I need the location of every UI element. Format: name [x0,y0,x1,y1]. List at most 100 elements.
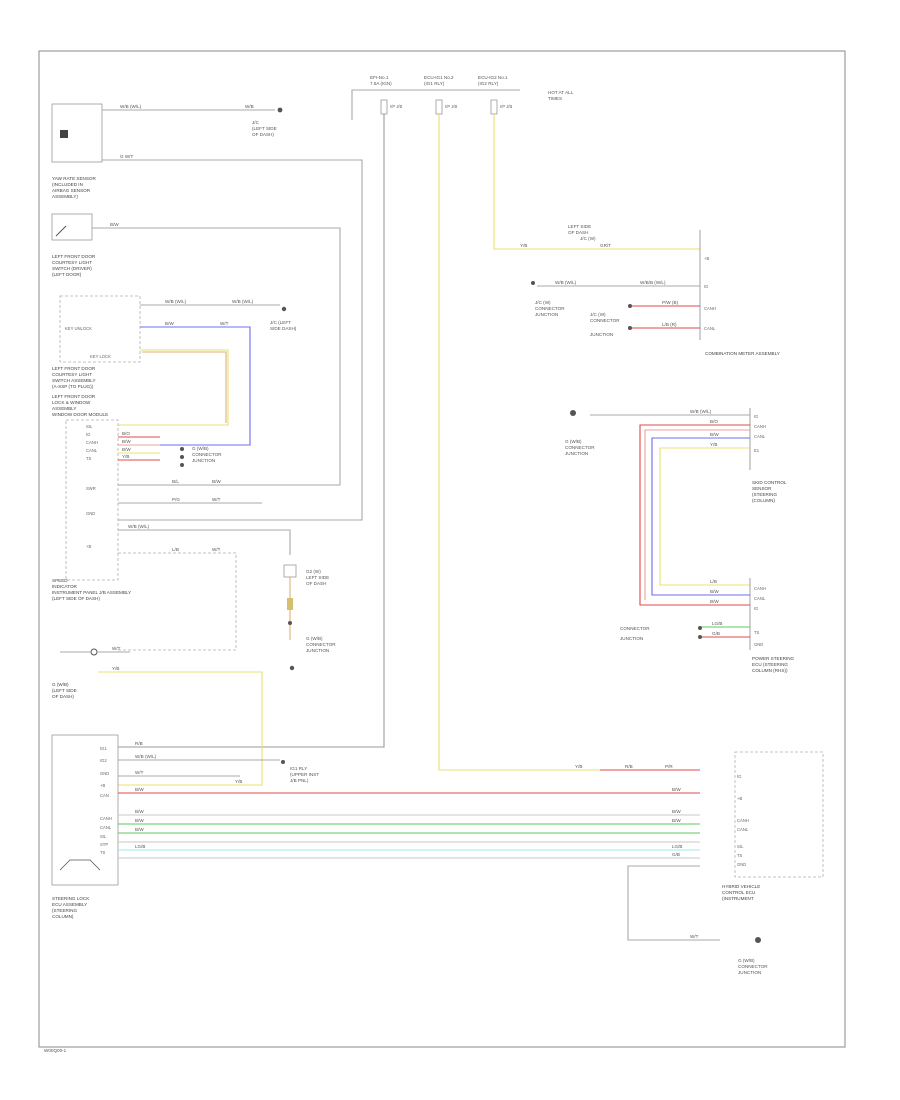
svg-text:COLUMN (RHS)): COLUMN (RHS)) [752,668,788,673]
svg-text:COMBINATION METER ASSEMBLY: COMBINATION METER ASSEMBLY [705,351,780,356]
svg-text:G (W/B): G (W/B) [738,958,755,963]
hybrid-vehicle-ecu: IG +B CANH CANL SIL TS GND HYBRID VEHICL… [722,751,824,901]
svg-text:STEERING LOCK: STEERING LOCK [52,896,90,901]
svg-text:(LEFT SIDE: (LEFT SIDE [252,126,277,131]
svg-text:GND: GND [754,642,763,647]
stop-light-switch: G2 (W) LEFT SIDE OF DASH G (W/B) CONNECT… [283,564,336,671]
svg-text:(LEFT SIDE OF DASH): (LEFT SIDE OF DASH) [52,596,100,601]
svg-text:(UPPER INST: (UPPER INST [290,772,319,777]
svg-text:TS: TS [754,630,760,635]
svg-text:W/B (W/L): W/B (W/L) [690,409,712,414]
wire-hv-ground [627,865,720,941]
svg-text:G2 (W): G2 (W) [306,569,321,574]
svg-text:W/B (W/L): W/B (W/L) [135,754,157,759]
fuse-1-label: EFI-No.1 [370,75,389,80]
svg-text:IG: IG [86,432,90,437]
svg-text:HOT AT ALL: HOT AT ALL [548,90,574,95]
svg-text:OF DASH): OF DASH) [252,132,274,137]
svg-text:B/W: B/W [672,787,681,792]
yaw-rate-box [51,103,103,163]
steering-lock-ecu: STEERING LOCK ECU ASSEMBLY (STEERING COL… [51,734,119,919]
svg-text:SKID CONTROL: SKID CONTROL [752,480,787,485]
switch-icon [55,225,67,237]
svg-text:Y/B: Y/B [575,764,582,769]
svg-text:W/B (W/L): W/B (W/L) [555,280,577,285]
svg-text:LEFT SIDE: LEFT SIDE [306,575,329,580]
svg-text:CAN: CAN [100,793,109,798]
svg-text:CANL: CANL [754,434,766,439]
svg-text:CONNECTOR: CONNECTOR [565,445,595,450]
wire-skid-blue [651,437,750,596]
svg-text:CANL: CANL [704,326,716,331]
svg-text:CANH: CANH [100,816,112,821]
svg-text:CONNECTOR: CONNECTOR [535,306,565,311]
svg-text:B/W: B/W [710,599,719,604]
svg-text:CANL: CANL [86,448,98,453]
yaw-rate-sensor: YAW RATE SENSOR (INCLUDED IN AIRBAG SENS… [51,103,103,199]
svg-text:W/T: W/T [135,770,144,775]
svg-text:COURTESY LIGHT: COURTESY LIGHT [52,260,92,265]
diagram-frame [38,50,846,1048]
svg-text:B/W: B/W [122,439,131,444]
svg-text:Y/B: Y/B [122,454,129,459]
svg-text:B/W: B/W [135,818,144,823]
svg-text:G/B: G/B [712,631,720,636]
steering-ecu-box [51,734,119,886]
svg-text:J/B PNL): J/B PNL) [290,778,309,783]
svg-text:OF DASH: OF DASH [568,230,588,235]
svg-text:IG1 RLY: IG1 RLY [290,766,307,771]
wire-skid-red [639,424,750,606]
svg-text:B/O: B/O [122,431,130,436]
svg-text:J/C (W): J/C (W) [535,300,551,305]
svg-text:SIL: SIL [737,844,744,849]
svg-text:LG/B: LG/B [712,621,722,626]
svg-text:B/W: B/W [672,818,681,823]
svg-text:SWR: SWR [86,486,96,491]
svg-text:LEFT FRONT DOOR: LEFT FRONT DOOR [52,254,96,259]
fuse-3-label: ECU-IG2 No.1 [478,75,508,80]
svg-text:JUNCTION: JUNCTION [565,451,588,456]
svg-text:B/W: B/W [165,321,174,326]
svg-text:L/B: L/B [710,579,717,584]
svg-text:ASSEMBLY: ASSEMBLY [52,406,76,411]
svg-text:B/O: B/O [710,419,718,424]
svg-text:ECU (STEERING: ECU (STEERING [752,662,788,667]
svg-text:Y/B: Y/B [235,779,242,784]
svg-text:+B: +B [86,544,91,549]
svg-text:G (W/B): G (W/B) [52,682,69,687]
svg-text:J/C (W): J/C (W) [580,236,596,241]
svg-text:IG: IG [737,774,741,779]
svg-text:B/W: B/W [710,432,719,437]
svg-text:(STEERING: (STEERING [752,492,777,497]
svg-text:Y/B: Y/B [710,442,717,447]
svg-text:W/B/B (W/L): W/B/B (W/L) [640,280,666,285]
fuse-2-label: ECU-IG1 No.2 [424,75,454,80]
svg-text:+B: +B [704,256,709,261]
fuse-2-icon [435,99,443,115]
svg-text:B/W: B/W [710,589,719,594]
svg-text:CONNECTOR: CONNECTOR [620,626,650,631]
svg-text:CANL: CANL [737,827,749,832]
svg-text:GND: GND [100,771,109,776]
svg-text:WINDOW DOOR MODULE: WINDOW DOOR MODULE [52,412,108,417]
svg-text:B/W: B/W [135,827,144,832]
svg-text:B/W: B/W [212,479,221,484]
instrument-jb-box [65,419,119,581]
svg-text:G (W/B): G (W/B) [192,446,209,451]
svg-text:IG: IG [754,606,758,611]
svg-text:G W/T: G W/T [120,154,133,159]
svg-text:CONNECTOR: CONNECTOR [192,452,222,457]
svg-text:G (W/B): G (W/B) [565,439,582,444]
svg-text:JUNCTION: JUNCTION [535,312,558,317]
svg-text:KEY LOCK: KEY LOCK [90,354,111,359]
svg-text:(INSTRUMENT: (INSTRUMENT [722,896,754,901]
ground-right-icon [755,937,761,943]
yaw-rate-sensor-icon [60,130,68,138]
fuse-3-sub: (IG2 RLY) [478,81,499,86]
svg-text:+B: +B [737,796,742,801]
svg-text:OF DASH: OF DASH [306,581,326,586]
svg-text:ECU ASSEMBLY: ECU ASSEMBLY [52,902,87,907]
svg-text:HYBRID VEHICLE: HYBRID VEHICLE [722,884,760,889]
svg-text:L/B: L/B [172,547,179,552]
